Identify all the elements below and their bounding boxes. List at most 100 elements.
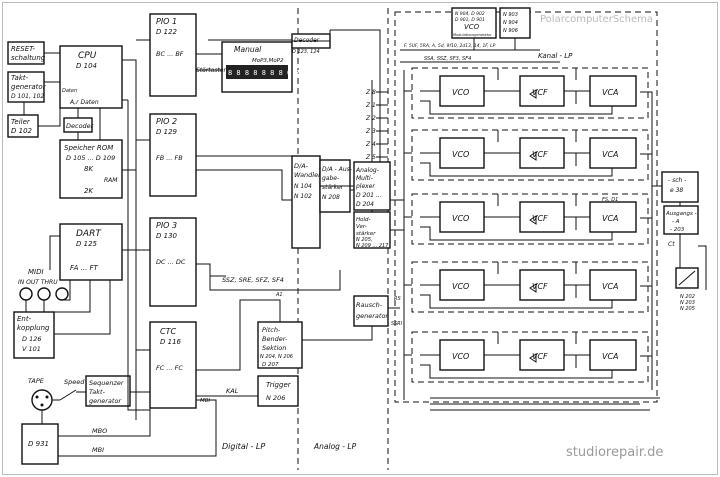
vca-label: VCA [602,214,619,223]
vco-label: VCO [452,352,469,361]
wire-hold-kanal [390,70,405,400]
reset-label-1: RESET- [11,45,35,53]
da-ausgang-label-4: N 208 [322,194,340,201]
vco-label: VCO [452,88,469,97]
kanal-bus2-label: SSA, SSZ, SF3, SF4 [424,56,471,62]
pitch-label-5: D 207 [262,362,279,368]
daten-label: Daten [62,88,77,94]
voice-wire [420,152,613,177]
tape-label: TAPE [28,377,45,385]
pio2-label: PIO 2 [156,117,177,126]
d931-block [21,423,59,465]
vco-top-label-1: N 904, D 902 [455,11,485,17]
vcf-label: VCF [532,150,548,159]
vco-label: VCO [452,282,469,291]
sequenzer-block [85,375,131,407]
takt-label-3: D 101, 102 [11,93,44,100]
dart-part: D 125 [76,240,98,248]
vcf-triangle-icon [529,151,537,161]
ctc-part: D 116 [160,338,182,346]
pitch-label-4: N 204, N 206 [260,354,293,360]
voice-frame [411,331,649,383]
n-right-1: N 202 [680,294,695,300]
manual-label: Manual [234,45,262,54]
da-ausgang-label-1: D/A - Aus- [322,166,352,173]
z-line-label: Z 5 [365,154,376,161]
wire-cpu-memory [77,108,101,140]
pio1-label: PIO 1 [156,17,177,26]
vcf-block [519,201,565,233]
d931-label: D 931 [28,440,49,448]
voice-wire [420,90,613,115]
midi-thru-icon [55,287,69,301]
z-line-labels: Z 8Z 1Z 2Z 3Z 4Z 5 [365,89,388,161]
vco-label: VCO [452,214,469,223]
da-wandler-block [291,155,321,249]
manual-sub: MoP3,MoP2 [252,58,284,64]
midi-out-icon [37,287,51,301]
wire-da-mux [320,185,373,212]
cpu-part: D 104 [76,62,97,70]
speicher-label-3: 8K [84,165,94,173]
rausch-label-2: generator [356,312,389,320]
cpu-block [59,45,123,109]
entkopplung-label-1: Ent- [17,315,32,323]
pio2-part: D 129 [156,128,178,136]
takt-label-2: generator [11,83,47,91]
analog-mux-label-5: D 204 [356,201,374,208]
mbi-label-2: MBI [200,398,211,404]
pio1-block [149,13,197,97]
sequenzer-label-3: generator [89,397,122,405]
wire-kanal-bus [400,38,560,63]
site-text: studiorepair.de [566,445,663,460]
midi-ports: IN OUT THRU [18,279,58,286]
sequenzer-label-1: Sequenzer [89,379,125,387]
wire-clock [23,52,61,127]
voice-ctrl-wire [497,194,577,230]
ctc-ports: FC ... FC [156,364,183,372]
voice-ctrl-wire [497,332,577,368]
vco-block [439,201,485,233]
reset-label-2: schaltung [11,54,46,62]
vco-block [439,137,485,169]
vco-top-label-2: D 901, D 901 [455,17,485,23]
pitch-label-3: Sektion [262,344,286,352]
midi-in-icon [19,287,33,301]
rausch-label-1: Rausch- [356,301,383,309]
voice-frame [411,261,649,313]
speicher-label-5: 2K [84,187,94,195]
rausch-out-label: RS [394,296,401,302]
kal-label: KAL [226,387,239,395]
entkopplung-label-4: V 101 [22,345,41,353]
dart-label: DART [76,229,102,239]
digital-section-label: Digital - LP [222,442,265,451]
watermark-text: PolarcomputerSchema [540,14,653,25]
vco-top-label-3: VCO [464,23,480,31]
vcf-triangle-icon [529,283,537,293]
z-line-label: Z 2 [365,115,376,122]
pio1-part: D 122 [156,28,178,36]
da-wandler-label-3: N 104 [294,183,312,190]
da-wandler-label-2: Wandler [294,171,322,179]
cpu-ports: A,r Daten [69,99,99,106]
tape-pin-icon [45,395,49,399]
n903-label-3: N 906 [503,28,518,34]
z-line-label: Z 1 [365,102,376,109]
ausgang-label-2: e 38 [670,187,683,194]
vcf-triangle-icon [529,89,537,99]
pio2-block [149,113,197,197]
vca-label: VCA [602,352,619,361]
pio3-label: PIO 3 [156,221,177,230]
pio2-ports: FB ... FB [156,154,183,162]
vcf-triangle-icon [529,215,537,225]
vco-label: VCO [452,150,469,159]
wire-pio2-da [196,155,292,201]
ctc-label: CTC [160,327,176,336]
fs-label: FS, D1 [602,197,618,203]
wiring [23,29,707,457]
voice-wire [420,354,613,379]
